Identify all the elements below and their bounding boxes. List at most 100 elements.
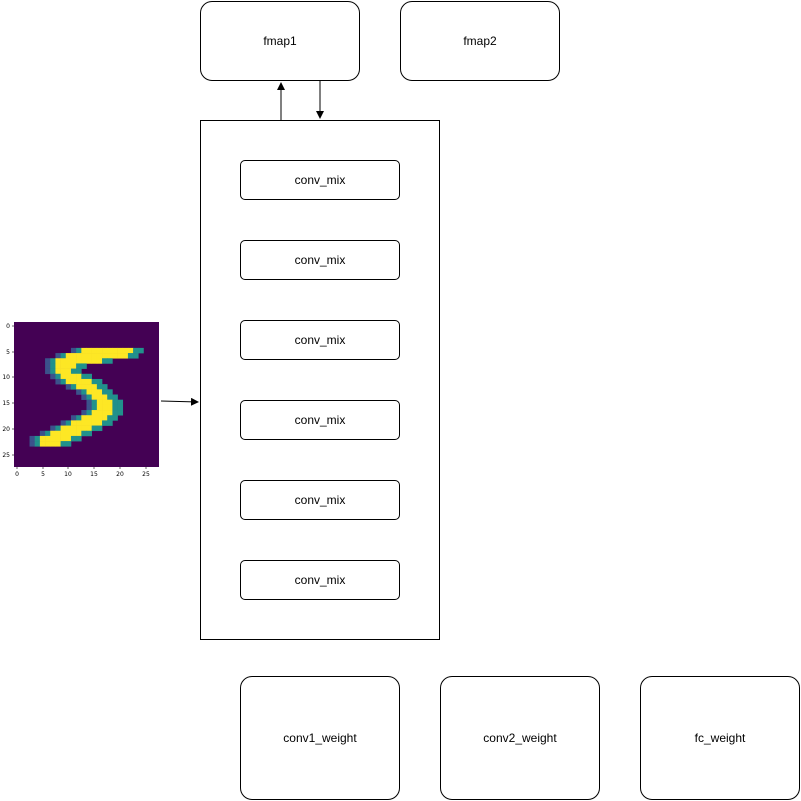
digit-pixel [96,399,103,406]
digit-pixel [65,420,72,426]
y-tick-label: 0 [6,323,10,330]
digit-pixel [96,420,103,426]
digit-pixel [81,420,87,426]
conv2-weight-box[interactable]: conv2_weight [440,676,600,800]
digit-pixel [65,430,72,437]
digit-pixel [65,358,72,364]
digit-pixel [81,430,87,437]
digit-pixel [60,425,67,432]
digit-pixel [70,353,77,359]
digit-pixel [50,373,56,380]
digit-pixel [102,384,108,390]
digit-pixel [112,399,118,406]
fmap1-box[interactable]: fmap1 [200,1,360,81]
digit-pixel [45,368,51,375]
digit-pixel [91,378,98,385]
conv-mix-box-4[interactable]: conv_mix [240,400,400,440]
digit-pixel [102,394,108,400]
digit-pixel [60,363,67,369]
digit-pixel [76,373,82,380]
digit-pixel [50,358,56,364]
digit-pixel [133,353,139,359]
conv1-weight-box[interactable]: conv1_weight [240,676,400,800]
digit-pixel [112,410,118,416]
digit-pixel [91,384,98,390]
digit-pixel [55,435,61,442]
digit-pixel [81,394,87,400]
digit-pixel [50,363,56,369]
digit-pixel [81,363,87,369]
digit-pixel [39,441,46,447]
conv-mix-box-3[interactable]: conv_mix [240,320,400,360]
digit-pixel [107,404,113,411]
digit-pixel [76,435,82,442]
arrow-input-to-network [160,397,199,406]
digit-pixel [96,378,103,385]
digit-pixel [70,363,77,369]
digit-pixel [96,394,103,400]
digit-pixel [91,353,98,359]
digit-pixel [81,373,87,380]
digit-pixel [70,347,77,354]
digit-pixel [70,358,77,364]
x-tick-label: 0 [15,471,19,478]
digit-pixel [55,441,61,447]
digit-pixel [81,410,87,416]
digit-pixel [55,368,61,375]
digit-pixel [50,425,56,432]
digit-pixel [86,373,92,380]
digit-pixel [91,410,98,416]
network-container[interactable] [200,120,440,640]
digit-pixel [96,347,103,354]
digit-pixel [91,358,98,364]
digit-pixel [117,410,124,416]
y-axis-ticks: 0 5 10 15 20 25 [2,323,14,459]
digit-pixels [29,347,144,447]
digit-pixel [86,347,92,354]
digit-pixel [91,420,98,426]
digit-pixel [50,368,56,375]
digit-pixel [76,347,82,354]
x-tick-label: 20 [116,471,124,478]
digit-pixel [117,347,124,354]
x-tick-label: 10 [64,471,72,478]
digit-pixel [45,358,51,364]
digit-pixel [45,363,51,369]
digit-pixel [76,389,82,395]
digit-pixel [50,435,56,442]
digit-pixel [81,415,87,421]
digit-pixel [107,420,113,426]
digit-pixel [102,420,108,426]
digit-pixel [70,430,77,437]
digit-pixel [45,430,51,437]
digit-pixel [122,353,129,359]
fc-weight-box[interactable]: fc_weight [640,676,800,800]
digit-pixel [65,363,72,369]
digit-pixel [102,347,108,354]
conv-mix-box-2[interactable]: conv_mix [240,240,400,280]
conv-mix-label: conv_mix [294,173,346,187]
digit-pixel [96,353,103,359]
y-tick-label: 20 [2,426,10,433]
digit-pixel [86,384,92,390]
digit-pixel [65,384,72,390]
digit-pixel [76,384,82,390]
digit-pixel [76,415,82,421]
digit-pixel [86,399,92,406]
digit-pixel [86,389,92,395]
digit-pixel [55,378,61,385]
digit-pixel [91,415,98,421]
y-tick-label: 15 [2,400,10,407]
digit-pixel [29,435,36,442]
digit-pixel [117,404,124,411]
conv-mix-box-1[interactable]: conv_mix [240,160,400,200]
digit-pixel [86,394,92,400]
fmap2-box[interactable]: fmap2 [400,1,560,81]
conv-mix-box-6[interactable]: conv_mix [240,560,400,600]
conv-mix-box-5[interactable]: conv_mix [240,480,400,520]
y-tick-label: 5 [6,349,10,356]
digit-pixel [65,373,72,380]
digit-pixel [96,384,103,390]
digit-pixel [60,420,67,426]
digit-pixel [65,353,72,359]
